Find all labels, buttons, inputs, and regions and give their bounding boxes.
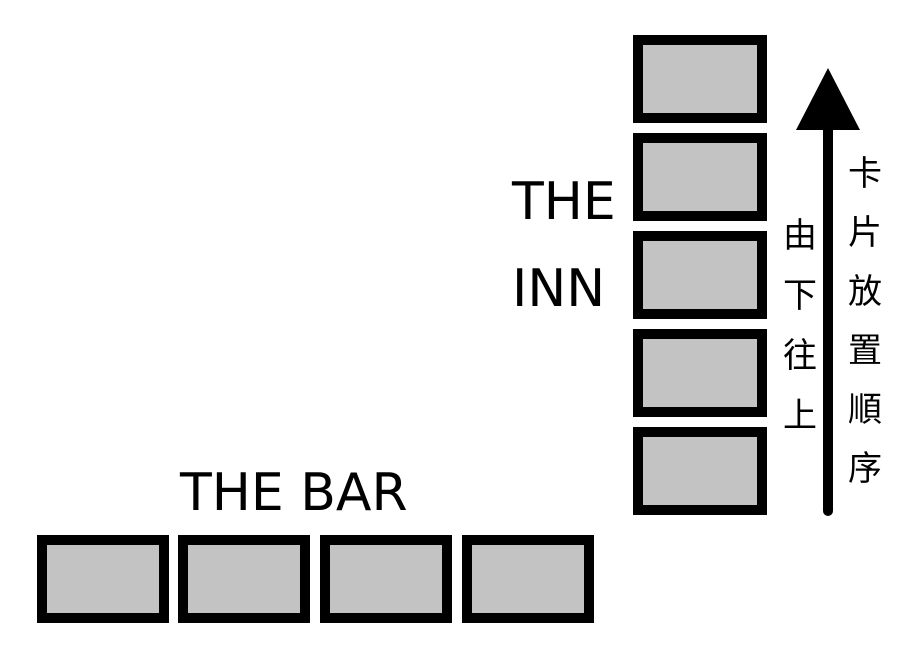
up-arrow-icon — [796, 68, 860, 516]
vertical-char: 由 — [783, 216, 817, 256]
inn-card — [633, 231, 767, 319]
inn-card — [633, 133, 767, 221]
bar-card — [462, 535, 594, 623]
vertical-char: 序 — [848, 449, 882, 489]
arrow-head — [796, 68, 860, 130]
bar-label: THE BAR — [180, 463, 408, 523]
inn-label-line1: THE — [512, 172, 616, 232]
bar-card — [320, 535, 452, 623]
inn-card — [633, 427, 767, 515]
vertical-char: 置 — [848, 331, 882, 371]
vertical-char: 上 — [783, 396, 817, 436]
inn-card — [633, 329, 767, 417]
vertical-char: 卡 — [848, 154, 882, 194]
bar-card — [37, 535, 169, 623]
vertical-char: 往 — [783, 336, 817, 376]
vertical-char: 片 — [848, 213, 882, 253]
inn-card — [633, 35, 767, 123]
vertical-char: 順 — [848, 390, 882, 430]
vertical-char: 下 — [783, 276, 817, 316]
inn-label-line2: INN — [512, 259, 606, 319]
vertical-char: 放 — [848, 272, 882, 312]
vertical-text-bottom-to-top: 由 下 往 上 — [778, 206, 822, 446]
bar-card — [178, 535, 310, 623]
vertical-text-card-order: 卡 片 放 置 順 序 — [843, 145, 887, 499]
